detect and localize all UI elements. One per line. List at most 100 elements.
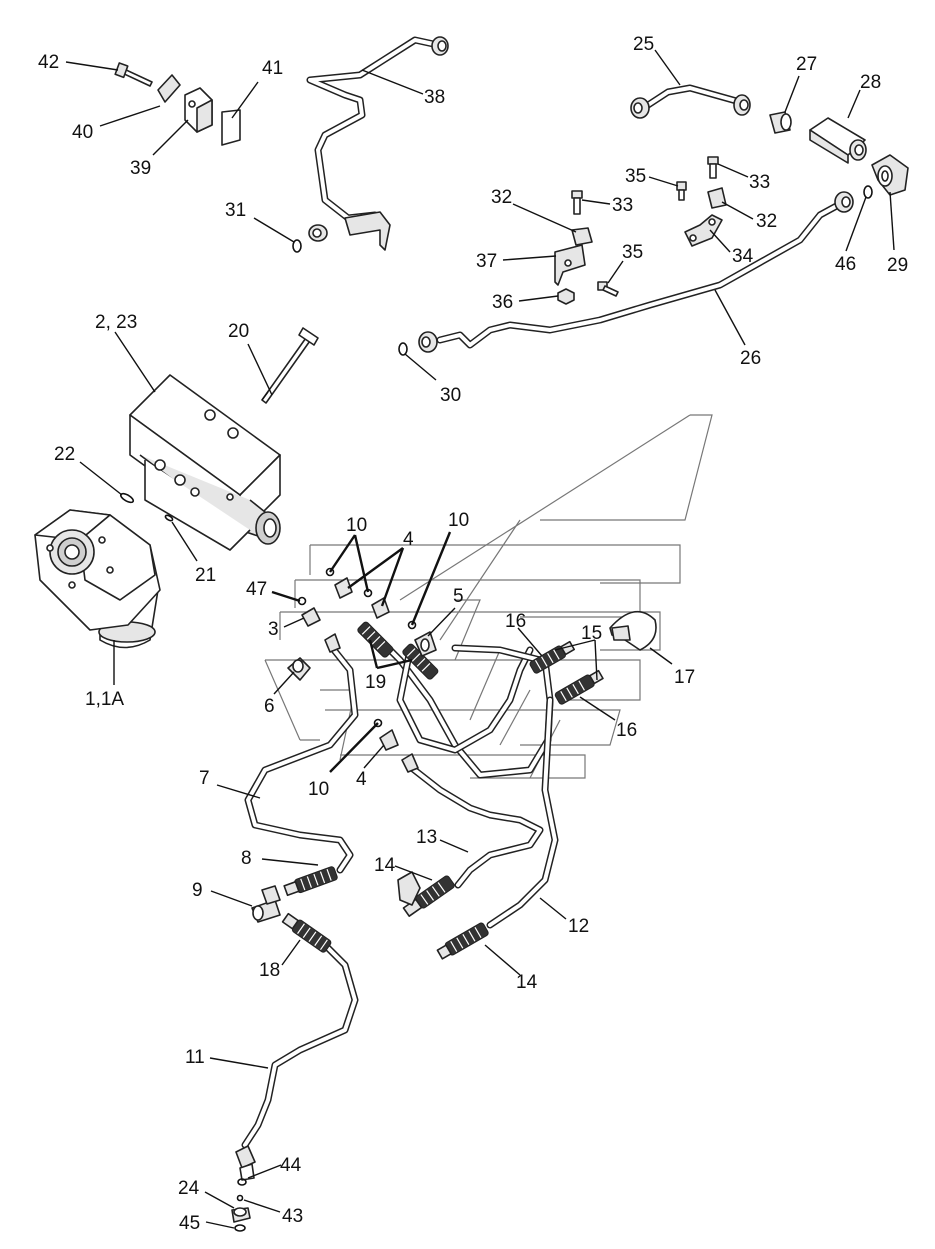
callout-10a: 10 xyxy=(346,515,367,536)
crimp-fitting-14a xyxy=(402,875,455,917)
hose-7 xyxy=(244,641,359,874)
callout-33a: 33 xyxy=(749,172,770,193)
callout-8: 8 xyxy=(241,848,252,869)
callout-19: 19 xyxy=(365,672,386,693)
tee-fitting-9 xyxy=(251,885,281,923)
callout-46: 46 xyxy=(835,254,856,275)
callout-40: 40 xyxy=(72,122,93,143)
callout-32b: 32 xyxy=(756,211,777,232)
callout-25: 25 xyxy=(633,34,654,55)
hose-11 xyxy=(241,941,359,1149)
callout-labels: 42 40 39 41 38 31 25 27 28 35 33 32 33 3… xyxy=(38,34,908,1234)
o-ring-44 xyxy=(237,1178,247,1186)
fitting-7-end xyxy=(324,633,341,653)
steering-control-unit xyxy=(34,509,161,649)
callout-39: 39 xyxy=(130,158,151,179)
elbow-14a xyxy=(397,871,421,906)
callout-27: 27 xyxy=(796,54,817,75)
callout-37: 37 xyxy=(476,251,497,272)
callout-45: 45 xyxy=(179,1213,200,1234)
clip-32a xyxy=(571,227,593,246)
crimp-fitting-14b xyxy=(436,922,489,960)
callout-14a: 14 xyxy=(374,855,396,876)
callout-11: 11 xyxy=(185,1047,205,1068)
callout-3: 3 xyxy=(268,619,279,640)
callout-1-1a: 1,1A xyxy=(85,689,124,710)
clamp-block-39 xyxy=(184,87,213,133)
fitting-11-end xyxy=(235,1145,256,1181)
bolt-20 xyxy=(261,327,319,404)
callout-15: 15 xyxy=(581,623,602,644)
callout-38: 38 xyxy=(424,87,445,108)
callout-24: 24 xyxy=(178,1178,200,1199)
clamp-34 xyxy=(684,214,723,247)
o-ring-10d xyxy=(373,718,383,728)
o-ring-22 xyxy=(119,492,135,504)
callout-17: 17 xyxy=(674,667,695,688)
fitting-27 xyxy=(769,111,792,134)
leader-lines xyxy=(65,49,895,1229)
hose-5-line xyxy=(451,644,544,664)
callout-9: 9 xyxy=(192,880,203,901)
tube-25 xyxy=(630,84,751,119)
callout-5: 5 xyxy=(453,586,464,607)
o-ring-43 xyxy=(236,1194,244,1202)
elbow-29 xyxy=(871,154,909,196)
hose-13 xyxy=(404,761,544,889)
adapter-3 xyxy=(301,607,321,627)
callout-26: 26 xyxy=(740,348,761,369)
plate-41 xyxy=(221,109,241,146)
o-ring-21 xyxy=(164,514,174,522)
fitting-13-end xyxy=(401,753,419,773)
bolt-33a xyxy=(571,190,583,215)
callout-16b: 16 xyxy=(616,720,637,741)
callout-47: 47 xyxy=(246,579,267,600)
callout-32a: 32 xyxy=(491,187,512,208)
callout-4a: 4 xyxy=(403,529,414,550)
crimp-fitting-8 xyxy=(283,866,338,897)
o-ring-30 xyxy=(398,342,408,356)
callout-6: 6 xyxy=(264,696,275,717)
control-valve-block xyxy=(129,374,281,551)
clip-32b xyxy=(707,187,727,209)
callout-7: 7 xyxy=(199,768,210,789)
callout-16a: 16 xyxy=(505,611,526,632)
bolt-35a xyxy=(676,181,687,201)
callout-44: 44 xyxy=(280,1155,302,1176)
callout-34: 34 xyxy=(732,246,754,267)
callout-21: 21 xyxy=(195,565,216,586)
callout-14b: 14 xyxy=(516,972,538,993)
callout-12: 12 xyxy=(568,916,589,937)
o-ring-46 xyxy=(863,185,873,199)
callout-4b: 4 xyxy=(356,769,367,790)
o-ring-45 xyxy=(234,1224,246,1232)
callout-35b: 35 xyxy=(622,242,643,263)
frame-outline xyxy=(264,414,713,779)
bolt-33b xyxy=(707,156,719,179)
callout-10c: 10 xyxy=(308,779,329,800)
tube-38 xyxy=(306,36,449,251)
o-ring-10c xyxy=(407,620,417,630)
callout-30: 30 xyxy=(440,385,461,406)
o-ring-10a xyxy=(325,567,335,577)
adapter-6 xyxy=(287,657,311,681)
callout-18: 18 xyxy=(259,960,280,981)
callout-42: 42 xyxy=(38,52,59,73)
crimp-fitting-19b xyxy=(402,643,439,680)
crimp-fitting-18 xyxy=(281,912,332,953)
callout-13: 13 xyxy=(416,827,437,848)
bracket-37 xyxy=(554,244,586,286)
adapter-4a xyxy=(334,577,353,599)
callout-33b: 33 xyxy=(612,195,633,216)
callout-28: 28 xyxy=(860,72,881,93)
clamp-17 xyxy=(609,610,657,651)
callout-43: 43 xyxy=(282,1206,303,1227)
adapter-28 xyxy=(809,117,867,164)
screw-42 xyxy=(114,62,153,87)
o-ring-31 xyxy=(292,239,302,253)
callout-36: 36 xyxy=(492,292,513,313)
callout-41: 41 xyxy=(262,58,283,79)
tube-26 xyxy=(418,191,854,353)
nut-36 xyxy=(557,288,575,305)
